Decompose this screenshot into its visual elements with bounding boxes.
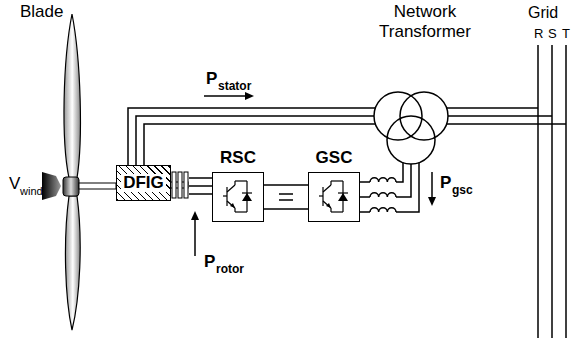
power-wire	[189, 178, 212, 194]
inductor-symbols	[370, 178, 396, 212]
shaft	[79, 183, 116, 189]
converter-body	[212, 172, 264, 222]
converter-label: GSC	[308, 148, 360, 168]
igbt-symbol	[213, 173, 262, 220]
signal-label: P	[206, 70, 217, 87]
transformer-node: Network Transformer	[360, 2, 490, 170]
signal-label: rotor	[216, 263, 244, 275]
transformer-label: Network Transformer	[360, 2, 490, 42]
converter-box: RSC	[212, 148, 264, 222]
signal-label: T	[562, 27, 570, 40]
converter-box: GSC	[308, 148, 360, 222]
part-label: Blade	[20, 3, 63, 20]
converter-body	[308, 172, 360, 222]
hub	[63, 177, 79, 196]
slip-rings	[170, 172, 188, 198]
grid-wires	[447, 45, 566, 338]
signal-label: V	[9, 175, 20, 192]
dc-capacitor	[279, 193, 293, 201]
igbt-symbol	[309, 173, 358, 220]
signal-label: stator	[218, 80, 251, 92]
machine-label: DFIG	[121, 174, 166, 192]
signal-label: S	[548, 27, 557, 40]
power-wire	[264, 185, 308, 209]
blade	[64, 14, 80, 330]
converter-label: RSC	[212, 148, 264, 168]
signal-label: R	[534, 27, 543, 40]
signal-label: gsc	[452, 184, 473, 196]
signal-label: Grid	[528, 5, 558, 21]
generator-box: DFIG	[116, 165, 171, 201]
transformer-symbol	[374, 92, 448, 164]
power-wire	[360, 163, 419, 212]
signal-label: P	[440, 174, 451, 191]
signal-label: P	[204, 253, 215, 270]
wind-arrow	[42, 172, 61, 200]
signal-label: wind	[20, 186, 43, 197]
